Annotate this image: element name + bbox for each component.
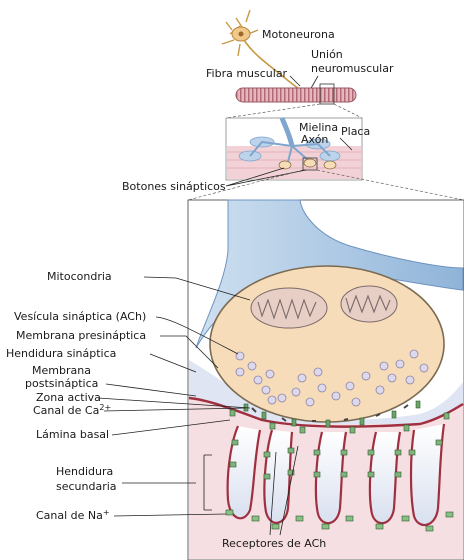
label-membrana-post-1: Membrana — [32, 364, 91, 377]
presynaptic-terminal — [210, 266, 444, 422]
label-canal-ca: Canal de Ca2+ — [33, 403, 111, 417]
label-hendidura-secundaria-1: Hendidura — [56, 465, 113, 478]
leader-membrana-post — [106, 384, 196, 396]
label-membrana-pre: Membrana presináptica — [16, 329, 146, 342]
label-placa: Placa — [341, 125, 370, 138]
label-canal-na: Canal de Na+ — [36, 508, 110, 522]
synapse-detail-panel — [188, 200, 464, 560]
label-hendidura-sinaptica: Hendidura sináptica — [6, 347, 116, 360]
label-motoneurona: Motoneurona — [262, 28, 335, 41]
label-zona-activa: Zona activa — [36, 391, 101, 404]
label-membrana-post-2: postsináptica — [25, 377, 98, 390]
label-lamina-basal: Lámina basal — [36, 428, 109, 441]
label-hendidura-secundaria-2: secundaria — [56, 480, 117, 493]
label-receptores-ach: Receptores de ACh — [222, 537, 326, 550]
label-vesicula: Vesícula sináptica (ACh) — [14, 310, 146, 323]
label-union-1: Unión — [311, 48, 343, 61]
leader-fibra — [290, 76, 300, 86]
zoom-lines-top — [226, 104, 362, 118]
label-union-2: neuromuscular — [311, 62, 394, 75]
label-axon: Axón — [301, 133, 328, 146]
label-botones: Botones sinápticos — [122, 180, 226, 193]
label-mitocondria: Mitocondria — [47, 270, 112, 283]
label-fibra-muscular: Fibra muscular — [206, 67, 288, 80]
